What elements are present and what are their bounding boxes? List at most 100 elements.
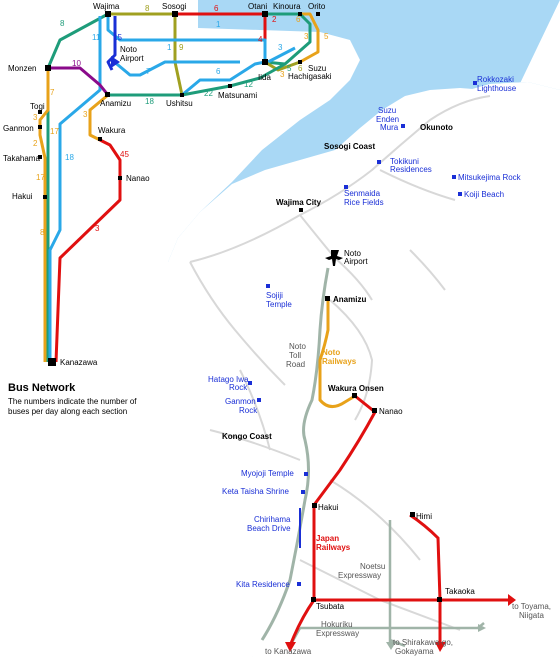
- freq-label: 7: [50, 88, 55, 97]
- label-ganmon-1: Ganmon: [225, 397, 256, 406]
- label-to-shirakawa-1: to Shirakawa-go,: [393, 638, 453, 647]
- bus-stop-anamizu: Anamizu: [100, 99, 131, 108]
- freq-label: 6: [214, 4, 219, 13]
- label-tokikuni-1: Tokikuni: [390, 157, 419, 166]
- label-to-kanazawa: to Kanazawa: [265, 647, 312, 656]
- label-sosogi-coast: Sosogi Coast: [324, 142, 375, 151]
- notojima-island: [345, 338, 392, 370]
- bus-stop-ganmon: Ganmon: [3, 124, 34, 133]
- freq-label: 6: [216, 67, 221, 76]
- bus-stop-iida: Iida: [258, 73, 271, 82]
- noto-toll-road: [260, 267, 330, 641]
- freq-label: 5: [287, 64, 292, 73]
- label-sojiji-1: Sojiji: [266, 291, 283, 300]
- bus-stop-wajima: Wajima: [93, 2, 120, 11]
- freq-label: 2: [272, 15, 277, 24]
- label-hakui: Hakui: [318, 503, 339, 512]
- freq-label: 9: [179, 43, 184, 52]
- label-hokuriku-2: Expressway: [316, 629, 359, 638]
- label-wakura-onsen: Wakura Onsen: [328, 384, 384, 393]
- freq-label: 3: [33, 113, 38, 122]
- arrow-to-kanazawa: [285, 642, 296, 652]
- label-senmaida-1: Senmaida: [344, 189, 381, 198]
- freq-label: 8: [40, 228, 45, 237]
- label-to-toyama-2: Niigata: [519, 611, 544, 620]
- freq-label: 18: [65, 153, 74, 162]
- label-chirihama-1: Chirihama: [254, 515, 291, 524]
- freq-label: 8: [145, 4, 150, 13]
- label-noto-toll-1: Noto: [289, 342, 306, 351]
- japan-railways-lines: [288, 394, 508, 647]
- label-rokkozaki-2: Lighthouse: [477, 84, 517, 93]
- noto-railways-line: [318, 298, 356, 408]
- label-nanao: Nanao: [379, 407, 403, 416]
- freq-label: 1: [216, 20, 221, 29]
- freq-label: 3: [304, 32, 309, 41]
- freq-label: 22: [204, 89, 213, 98]
- label-japan-railways-2: Railways: [316, 543, 351, 552]
- bus-stop-kanazawa: Kanazawa: [60, 358, 98, 367]
- bus-stop-suzu: Suzu: [308, 64, 326, 73]
- label-mitsukejima: Mitsukejima Rock: [458, 173, 522, 182]
- bus-stop-markers: [38, 11, 320, 366]
- freq-label: 3: [95, 224, 100, 233]
- bus-stop-togi: Togi: [30, 102, 45, 111]
- freq-label: 11: [92, 33, 101, 42]
- freq-label: 6: [298, 64, 303, 73]
- bus-stop-noto-airport-1: Noto: [120, 45, 137, 54]
- label-noto-airport-2: Airport: [344, 257, 368, 266]
- label-noetsu-1: Noetsu: [360, 562, 385, 571]
- poi-markers: [248, 81, 477, 586]
- label-koiji: Koiji Beach: [464, 190, 504, 199]
- label-myojoji: Myojoji Temple: [241, 469, 294, 478]
- label-hatago-1: Hatago Iwa: [208, 375, 249, 384]
- arrow-to-shirakawa: [386, 642, 396, 650]
- bus-stop-otani: Otani: [248, 2, 267, 11]
- freq-label: 7: [146, 67, 151, 76]
- freq-label: 10: [72, 59, 81, 68]
- label-senmaida-2: Rice Fields: [344, 198, 384, 207]
- freq-label: 8: [60, 19, 65, 28]
- bus-stop-hachigasaki: Hachigasaki: [288, 72, 332, 81]
- freq-label: 1: [167, 43, 172, 52]
- label-to-shirakawa-2: Gokayama: [395, 647, 434, 656]
- freq-label: 17: [50, 127, 59, 136]
- arrow-to-shirakawa-jr: [435, 642, 446, 652]
- label-chirihama-2: Beach Drive: [247, 524, 291, 533]
- label-suzu-enden-3: Mura: [380, 123, 399, 132]
- freq-label: 17: [36, 173, 45, 182]
- freq-label: 2: [33, 139, 38, 148]
- bus-stop-wakura: Wakura: [98, 126, 126, 135]
- label-ganmon-2: Rock: [239, 406, 258, 415]
- freq-label: 3: [280, 70, 285, 79]
- bus-stop-matsunami: Matsunami: [218, 91, 257, 100]
- freq-label: 15: [113, 33, 122, 42]
- label-keta-taisha: Keta Taisha Shrine: [222, 487, 290, 496]
- bus-stop-kinoura: Kinoura: [273, 2, 301, 11]
- label-rokkozaki-1: Rokkozaki: [477, 75, 514, 84]
- airport-icon: [325, 250, 343, 266]
- label-suzu-enden-1: Suzu: [378, 106, 396, 115]
- freq-label: 18: [145, 97, 154, 106]
- label-noto-toll-2: Toll: [289, 351, 301, 360]
- freq-label: 3: [83, 110, 88, 119]
- label-japan-railways-1: Japan: [316, 534, 339, 543]
- land-peninsula: [166, 88, 505, 657]
- label-noto-railways-1: Noto: [322, 348, 340, 357]
- label-hokuriku-1: Hokuriku: [321, 620, 353, 629]
- label-noetsu-2: Expressway: [338, 571, 381, 580]
- label-noto-toll-3: Road: [286, 360, 305, 369]
- label-kita-residence: Kita Residence: [236, 580, 290, 589]
- freq-label: 4: [258, 35, 263, 44]
- label-takaoka: Takaoka: [445, 587, 475, 596]
- label-okunoto: Okunoto: [420, 123, 453, 132]
- label-tokikuni-2: Residences: [390, 165, 432, 174]
- label-noto-railways-2: Railways: [322, 357, 357, 366]
- bus-stop-noto-airport-2: Airport: [120, 54, 144, 63]
- bus-stop-ushitsu: Ushitsu: [166, 99, 193, 108]
- bus-airport-icon: [111, 56, 120, 68]
- freq-label: 5: [324, 32, 329, 41]
- label-sojiji-2: Temple: [266, 300, 292, 309]
- label-to-toyama-1: to Toyama,: [512, 602, 551, 611]
- bus-stop-monzen: Monzen: [8, 64, 36, 73]
